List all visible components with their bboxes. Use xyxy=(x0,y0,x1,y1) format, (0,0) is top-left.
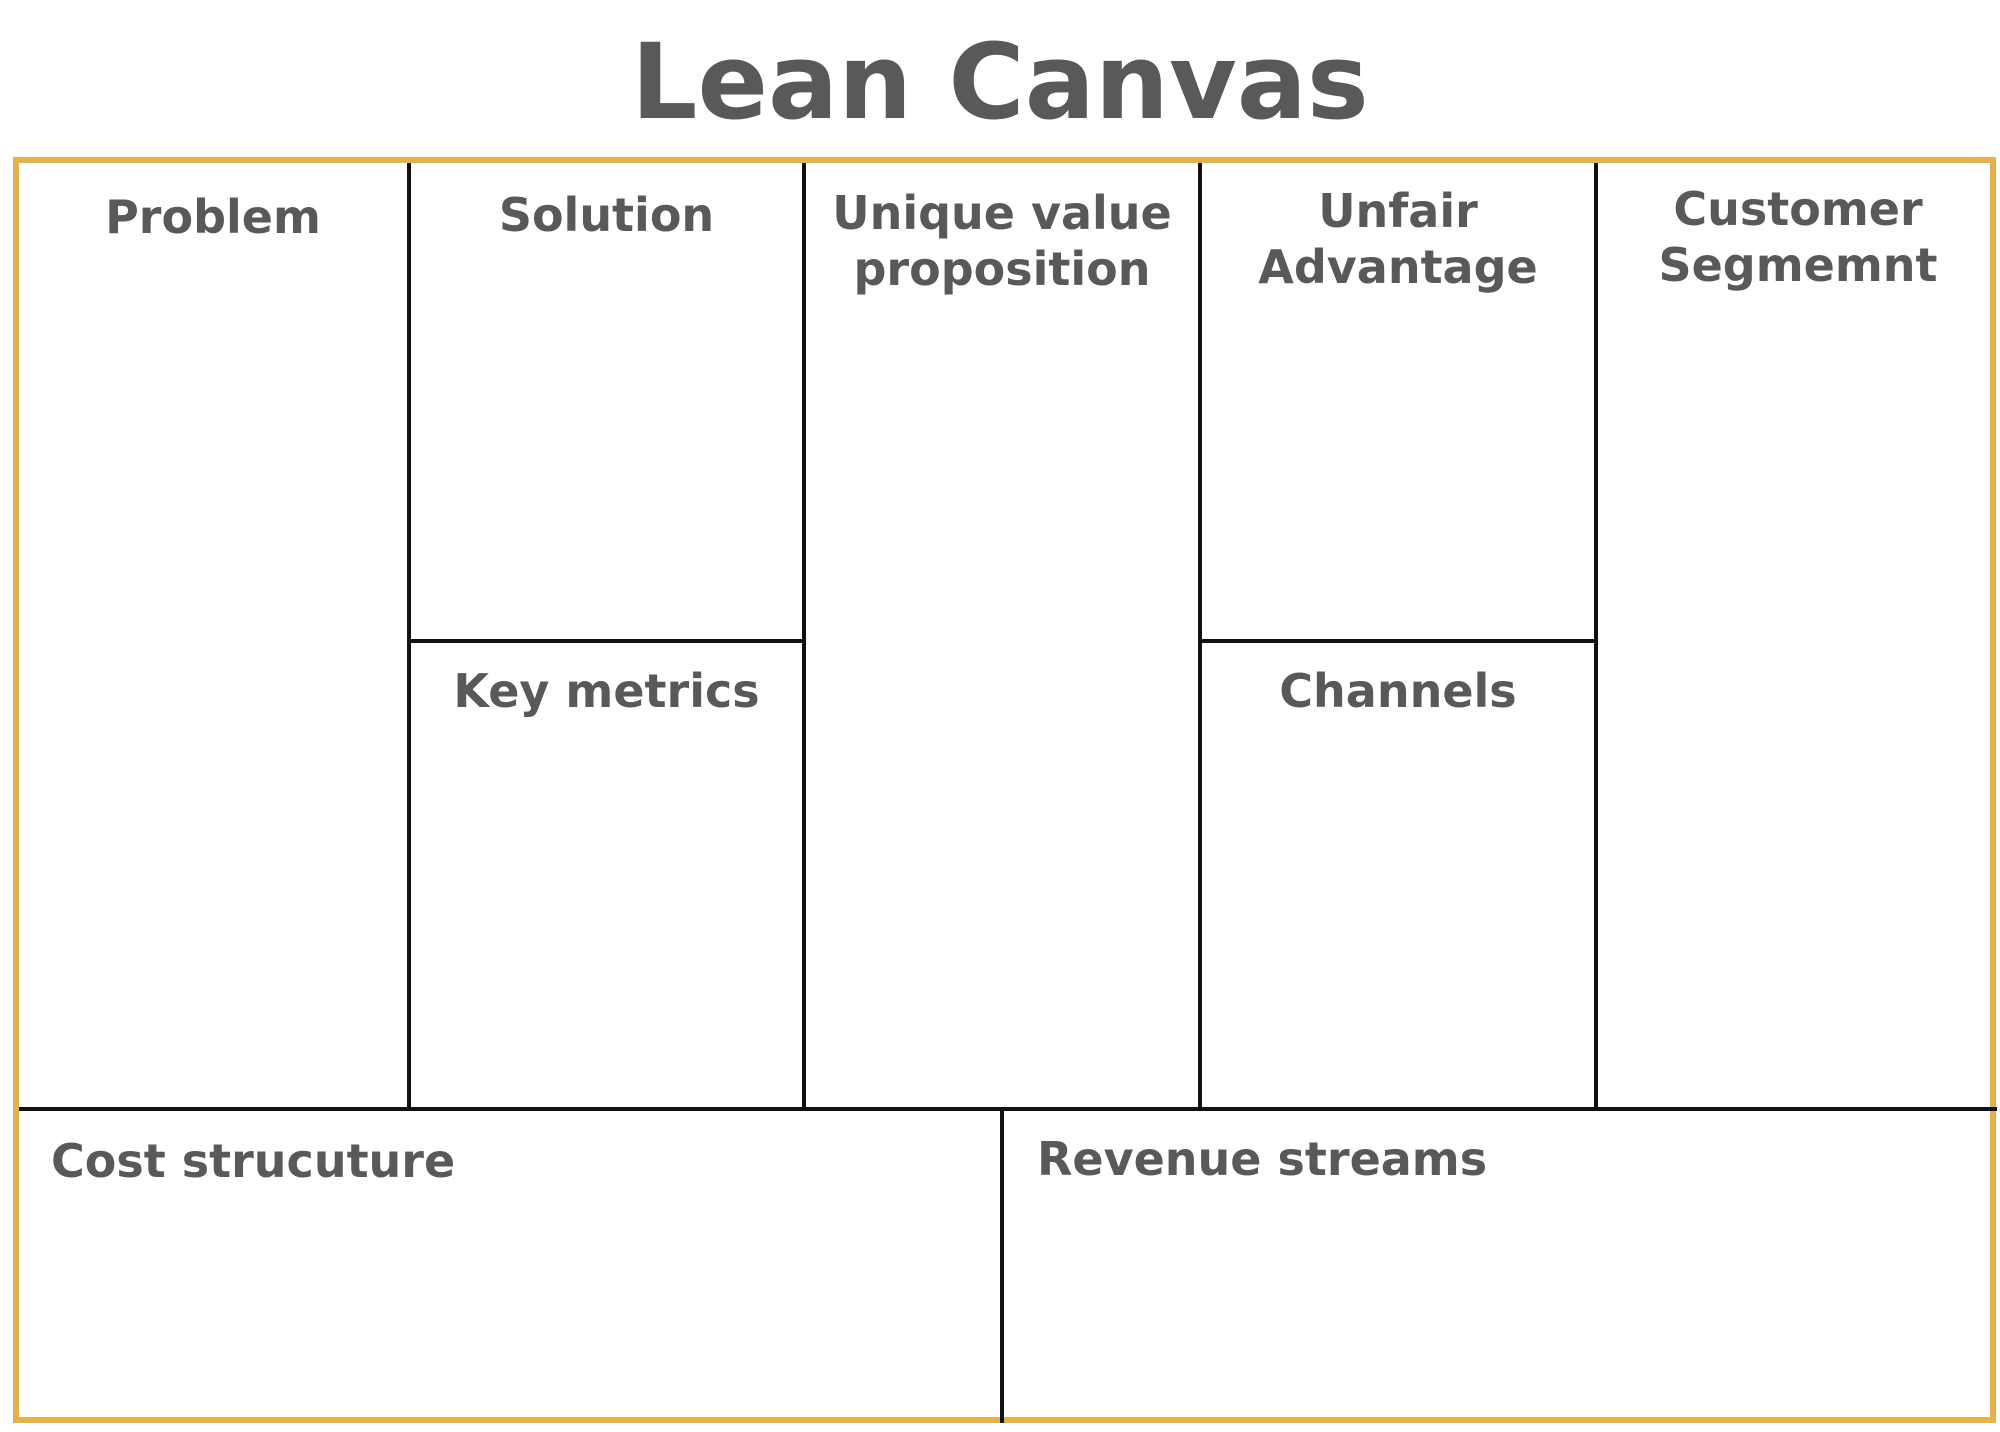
block-label-key-metrics: Key metrics xyxy=(453,664,760,718)
block-label-customer-segment: Customer Segmemnt xyxy=(1598,181,1998,293)
page-title: Lean Canvas xyxy=(631,21,1369,143)
lean-canvas: Problem Solution Key metrics Unique valu… xyxy=(13,157,1998,1423)
divider-problem-solution xyxy=(407,163,411,1107)
block-label-unique-value-proposition: Unique value proposition xyxy=(806,185,1198,297)
divider-cost-revenue xyxy=(1000,1109,1004,1423)
uvp-line-1: Unique value xyxy=(832,186,1172,240)
customer-line-2: Segmemnt xyxy=(1658,238,1938,292)
unfair-line-2: Advantage xyxy=(1258,240,1538,294)
divider-top-bottom xyxy=(19,1107,1997,1111)
divider-solution-uvp xyxy=(802,163,806,1107)
block-label-cost-structure: Cost strucuture xyxy=(51,1134,456,1188)
block-label-channels: Channels xyxy=(1279,664,1517,718)
divider-solution-keymetrics xyxy=(409,639,804,643)
block-label-unfair-advantage: Unfair Advantage xyxy=(1202,183,1594,295)
divider-uvp-unfair xyxy=(1198,163,1202,1107)
divider-unfair-channels xyxy=(1200,639,1596,643)
block-label-solution: Solution xyxy=(498,188,715,242)
block-label-problem: Problem xyxy=(105,190,321,244)
uvp-line-2: proposition xyxy=(853,242,1151,296)
customer-line-1: Customer xyxy=(1673,182,1923,236)
divider-unfair-customer xyxy=(1594,163,1598,1107)
block-label-revenue-streams: Revenue streams xyxy=(1037,1132,1488,1186)
unfair-line-1: Unfair xyxy=(1318,184,1478,238)
